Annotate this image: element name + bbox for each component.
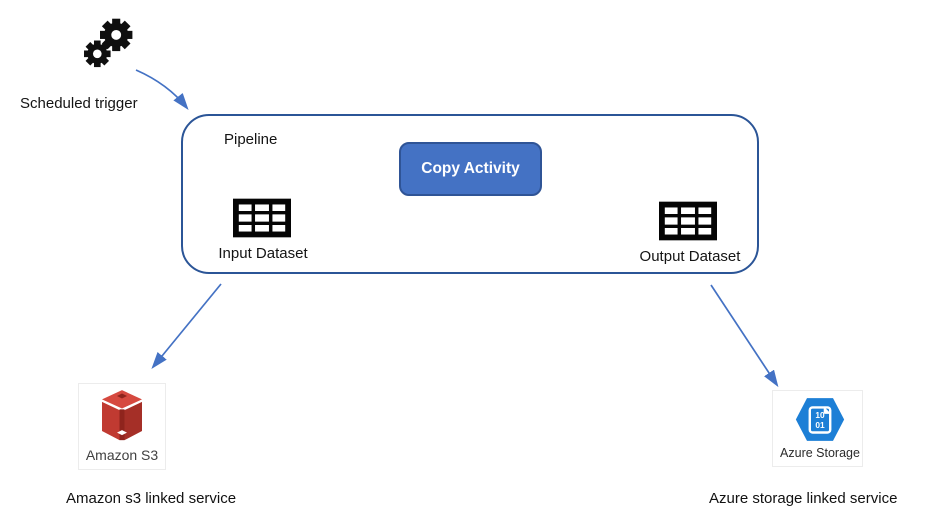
arrow-output-to-azure	[710, 284, 779, 388]
input-dataset-label: Input Dataset	[218, 245, 308, 262]
azure-digits-bottom: 01	[815, 420, 825, 430]
azure-linked-service-caption: Azure storage linked service	[709, 490, 898, 507]
azure-digits-top: 10	[815, 410, 825, 420]
output-dataset-table-icon	[659, 201, 717, 241]
output-dataset-label: Output Dataset	[639, 248, 741, 265]
amazon-s3-icon	[102, 390, 142, 441]
copy-activity-node: Copy Activity	[399, 142, 542, 196]
azure-storage-icon: 10 01	[795, 398, 845, 441]
pipeline-label: Pipeline	[224, 131, 278, 148]
amazon-s3-icon-label: Amazon S3	[85, 447, 159, 463]
input-dataset-table-icon	[233, 198, 291, 238]
azure-storage-icon-label: Azure Storage	[780, 446, 860, 460]
scheduled-trigger-label: Scheduled trigger	[20, 95, 138, 112]
arrow-trigger-to-pipeline	[135, 69, 189, 110]
gears-icon	[84, 18, 133, 68]
copy-activity-label: Copy Activity	[421, 160, 520, 177]
arrow-input-to-s3	[151, 283, 222, 369]
amazon-linked-service-caption: Amazon s3 linked service	[66, 490, 237, 507]
